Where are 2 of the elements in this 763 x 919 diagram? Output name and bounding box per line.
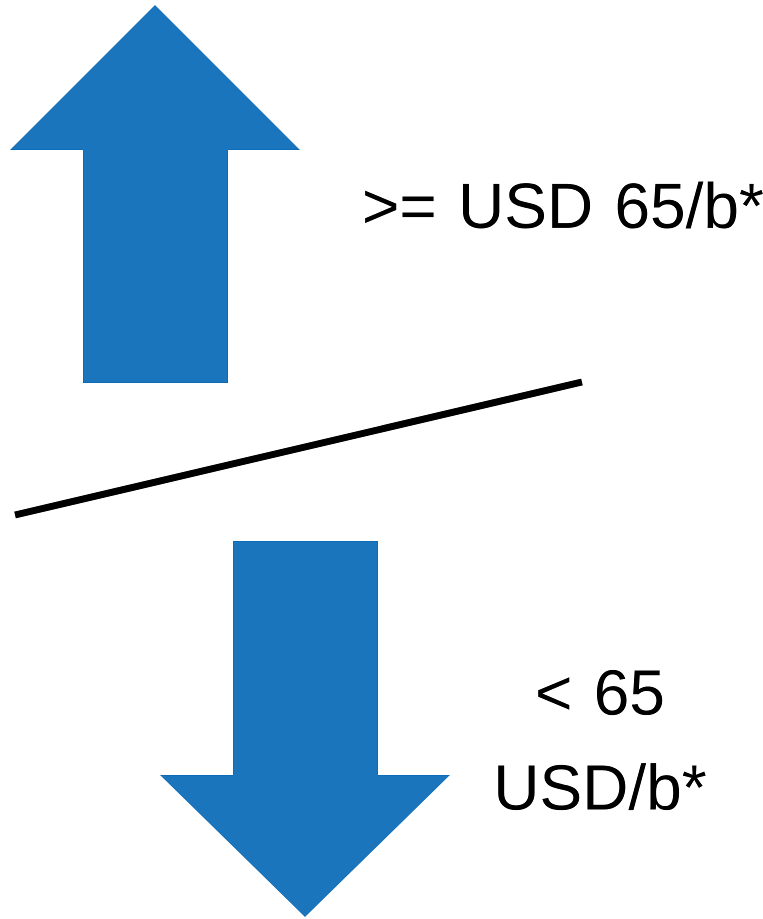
price-label: >= USD 65/b* [365, 182, 763, 228]
price-label: < 65 USD/b* [498, 670, 706, 810]
